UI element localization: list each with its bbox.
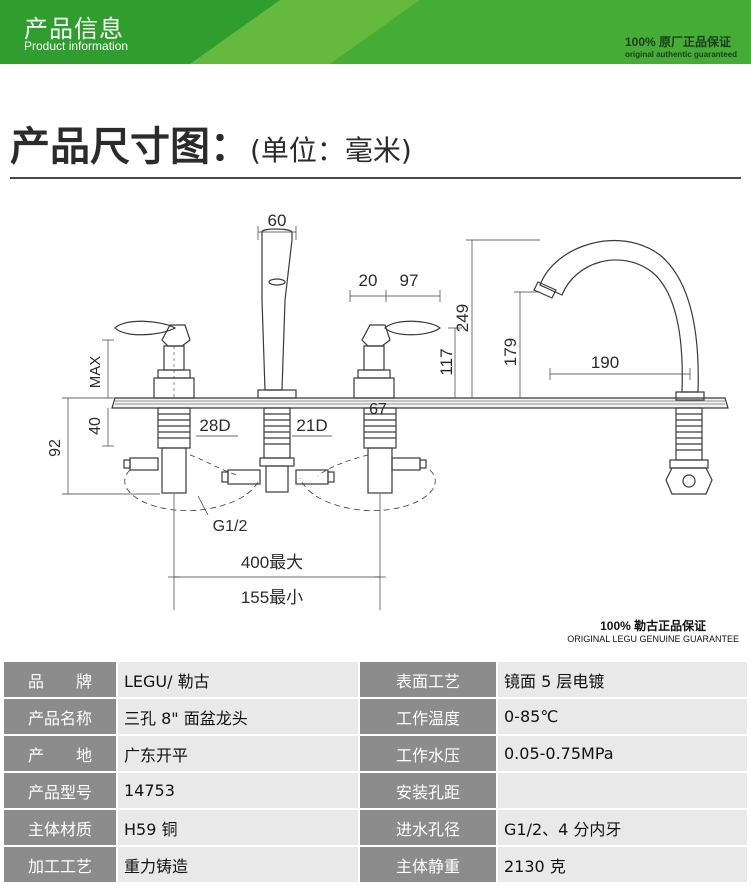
center-spout — [261, 228, 293, 391]
banner-subtitle: Product information — [24, 39, 129, 53]
spec-value: 0.05-0.75MPa — [496, 734, 749, 773]
dim-400-label: 400最大 — [241, 553, 303, 572]
counter-plate — [111, 397, 729, 409]
spec-key: 表面工艺 — [358, 660, 498, 699]
dim-g12-label: G1/2 — [213, 518, 248, 535]
spec-key: 产品名称 — [2, 697, 118, 736]
dim-28d-label: 28D — [199, 416, 230, 435]
banner-guarantee-sub: original authentic guaranteed — [624, 50, 737, 59]
spec-key: 品 牌 — [2, 660, 118, 699]
table-row: 品 牌 LEGU/ 勒古 表面工艺 镜面 5 层电镀 — [2, 660, 749, 699]
spec-key: 工作温度 — [358, 697, 498, 736]
legu-guarantee-sub: ORIGINAL LEGU GENUINE GUARANTEE — [567, 634, 739, 644]
dim-92-label: 92 — [47, 439, 64, 457]
legu-guarantee: 100% 勒古正品保证 ORIGINAL LEGU GENUINE GUARAN… — [567, 617, 739, 644]
legu-guarantee-main: 100% 勒古正品保证 — [600, 619, 707, 633]
dim-67-label: 67 — [369, 401, 387, 418]
spec-value: 广东开平 — [116, 734, 360, 773]
dimension-heading-unit: (单位：毫米) — [250, 134, 412, 167]
center-shank — [263, 407, 291, 459]
spec-value: 0-85℃ — [496, 697, 749, 736]
spec-key: 产品型号 — [2, 771, 118, 810]
dimension-drawing: 60 20 97 249 117 179 190 MAX 40 92 28D 2… — [47, 211, 729, 610]
left-handle — [114, 320, 177, 336]
banner-title: 产品信息 — [24, 15, 124, 43]
spec-value: G1/2、4 分内牙 — [496, 808, 749, 847]
dim-97-label: 97 — [400, 271, 419, 290]
dim-21d-label: 21D — [296, 416, 327, 435]
spec-value: LEGU/ 勒古 — [116, 660, 360, 699]
heading-divider — [10, 177, 741, 179]
spec-table: 品 牌 LEGU/ 勒古 表面工艺 镜面 5 层电镀 产品名称 三孔 8" 面盆… — [2, 660, 749, 884]
dim-40-label: 40 — [87, 417, 104, 435]
banner-guarantee: 100% 原厂正品保证 original authentic guarantee… — [625, 33, 737, 59]
dim-249-label: 249 — [453, 304, 472, 332]
dim-max-label: MAX — [87, 356, 104, 389]
spec-key: 安装孔距 — [358, 771, 498, 810]
dim-190-label: 190 — [591, 353, 619, 372]
side-shank — [675, 407, 703, 461]
table-row: 加工工艺 重力铸造 主体静重 2130 克 — [2, 845, 749, 884]
table-row: 产品型号 14753 安装孔距 — [2, 771, 749, 810]
table-row: 主体材质 H59 铜 进水孔径 G1/2、4 分内牙 — [2, 808, 749, 847]
spec-value — [496, 771, 749, 810]
dimension-heading: 产品尺寸图：(单位：毫米) — [10, 114, 412, 170]
dim-117-label: 117 — [437, 348, 456, 375]
right-handle — [384, 320, 441, 336]
dimension-heading-title: 产品尺寸图： — [10, 124, 250, 170]
spec-value: 重力铸造 — [116, 845, 360, 884]
dim-60-label: 60 — [268, 211, 287, 230]
spec-key: 加工工艺 — [2, 845, 118, 884]
banner-stripe — [190, 0, 751, 64]
dim-155-label: 155最小 — [241, 588, 303, 607]
dim-20-label: 20 — [359, 271, 378, 290]
spec-key: 主体材质 — [2, 808, 118, 847]
spec-value: 镜面 5 层电镀 — [496, 660, 749, 699]
table-row: 产品名称 三孔 8" 面盆龙头 工作温度 0-85℃ — [2, 697, 749, 736]
table-row: 产 地 广东开平 工作水压 0.05-0.75MPa — [2, 734, 749, 773]
spec-key: 主体静重 — [358, 845, 498, 884]
spec-key: 产 地 — [2, 734, 118, 773]
spec-key: 进水孔径 — [358, 808, 498, 847]
spec-key: 工作水压 — [358, 734, 498, 773]
spec-value: 三孔 8" 面盆龙头 — [116, 697, 360, 736]
dim-179-label: 179 — [501, 338, 520, 366]
spec-value: H59 铜 — [116, 808, 360, 847]
spec-value: 2130 克 — [496, 845, 749, 884]
spec-value: 14753 — [116, 771, 360, 810]
banner-guarantee-main: 100% 原厂正品保证 — [624, 35, 732, 49]
header-banner: 产品信息 Product information 100% 原厂正品保证 ori… — [0, 0, 751, 64]
